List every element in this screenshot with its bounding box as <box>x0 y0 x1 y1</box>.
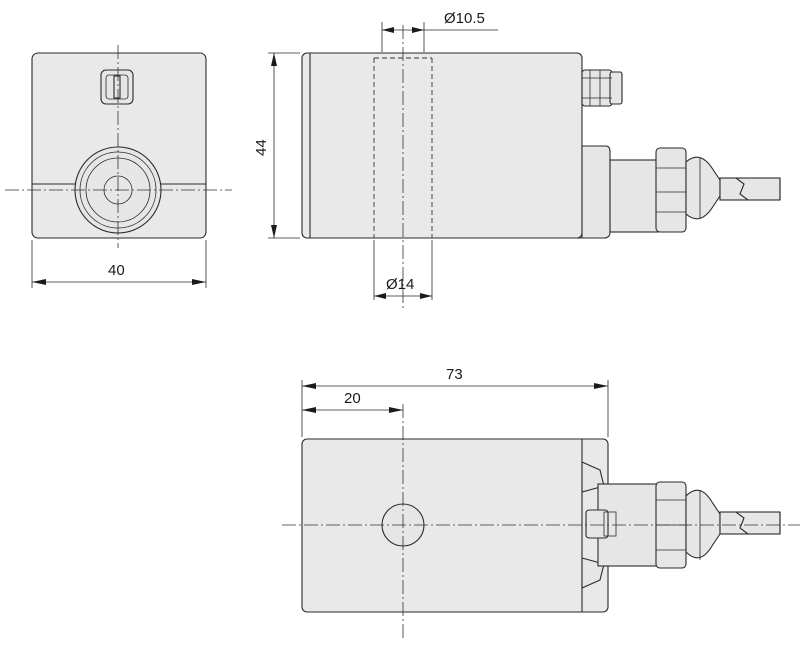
dimension-width-label: 40 <box>108 262 125 279</box>
dimension-hole-small-label: Ø10.5 <box>444 10 485 27</box>
dimension-hole-large: Ø14 <box>373 240 433 300</box>
cable-gland <box>609 147 721 233</box>
dimension-hole-offset-label: 20 <box>344 390 361 407</box>
top-view-body <box>301 438 609 613</box>
dimension-total-length: 73 <box>301 366 609 437</box>
dimension-hole-offset: 20 <box>302 390 403 413</box>
dimension-height-label: 44 <box>253 139 270 156</box>
front-view: 40 <box>5 45 232 288</box>
top-view: 73 20 <box>282 366 800 640</box>
connector-plug <box>581 69 623 107</box>
top-view-connector <box>581 461 781 589</box>
side-view-body <box>301 52 583 239</box>
cable <box>719 177 781 201</box>
dimension-total-length-label: 73 <box>446 366 463 383</box>
adjustment-screw <box>100 69 134 105</box>
dimension-width: 40 <box>31 240 207 288</box>
dimension-hole-small: Ø10.5 <box>381 10 498 52</box>
side-view: Ø10.5 Ø14 44 <box>253 10 781 308</box>
dimension-hole-large-label: Ø14 <box>386 276 414 293</box>
dimension-height: 44 <box>253 52 300 239</box>
